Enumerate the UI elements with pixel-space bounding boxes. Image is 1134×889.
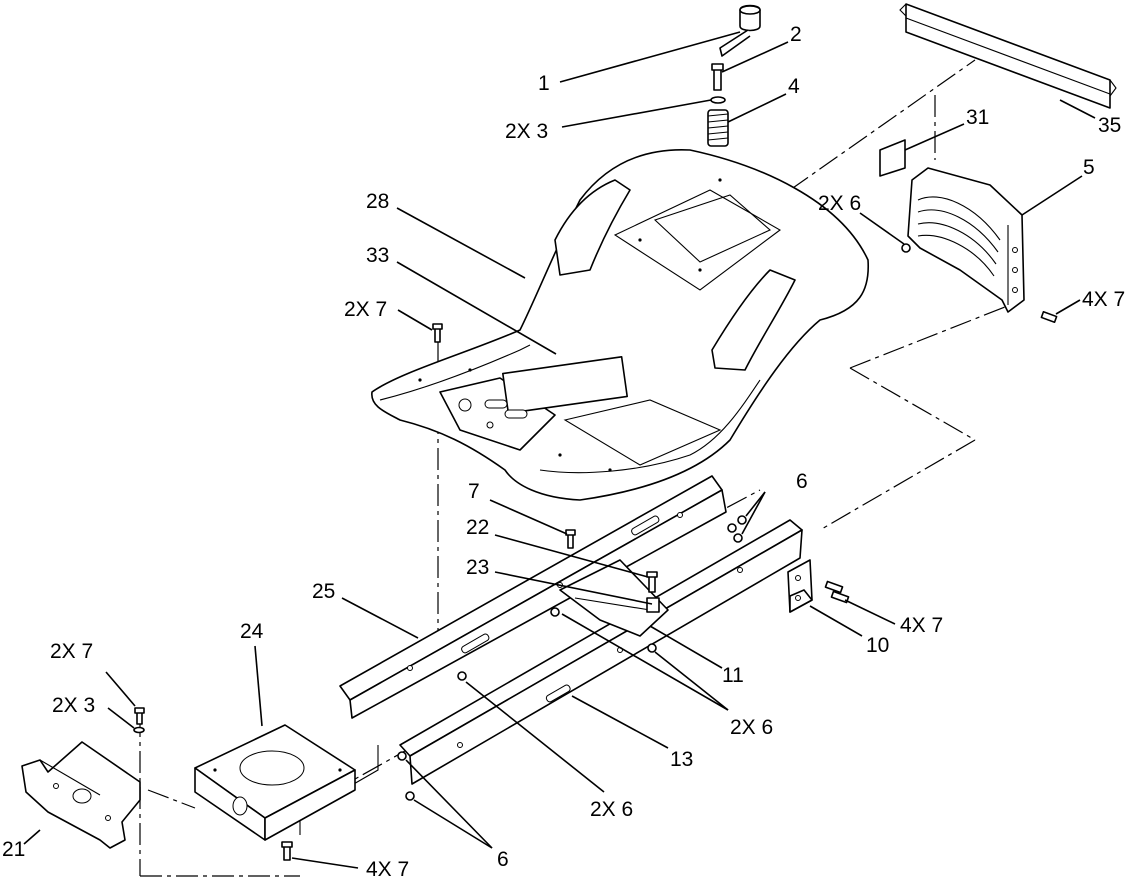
part-21-support [21, 741, 141, 849]
callout-5: 5 [1083, 156, 1095, 179]
callout-2x7-seat: 2X 7 [344, 298, 387, 321]
callout-10: 10 [866, 634, 889, 657]
callout-13: 13 [670, 748, 693, 771]
part-5-rear-shroud [907, 167, 1025, 313]
callout-4: 4 [788, 75, 800, 98]
callout-2x6-rail: 2X 6 [730, 716, 773, 739]
part-7-bolts-bracket [824, 580, 850, 604]
callout-21: 21 [2, 838, 25, 861]
part-22-bolt [646, 571, 658, 593]
part-10-bracket [787, 559, 813, 613]
callout-2x3-support: 2X 3 [52, 694, 95, 717]
callout-7-rail: 7 [468, 480, 480, 503]
callout-4x7-shroud: 4X 7 [1082, 288, 1125, 311]
callout-2x6-shroud: 2X 6 [818, 192, 861, 215]
part-35-rear-panel [899, 3, 1117, 109]
part-1-knob [719, 4, 761, 57]
part-31-decal [879, 139, 906, 177]
callout-23: 23 [466, 556, 489, 579]
part-28-seat-pan [371, 148, 870, 501]
part-11-bracket [559, 559, 669, 637]
callout-4x7-bottom: 4X 7 [366, 858, 409, 881]
callout-2x3: 2X 3 [505, 120, 548, 143]
callout-1: 1 [538, 72, 550, 95]
fasteners [133, 243, 1058, 861]
callout-35: 35 [1098, 114, 1121, 137]
callout-6-bottom: 6 [497, 848, 509, 871]
callout-4x7-bracket: 4X 7 [900, 614, 943, 637]
part-3-washer [710, 96, 726, 104]
part-25-frame-rail [339, 475, 727, 719]
callout-24: 24 [240, 620, 264, 643]
callout-22: 22 [466, 516, 489, 539]
part-2-bolt [711, 63, 724, 91]
callout-2: 2 [790, 23, 802, 46]
callout-labels: 1 2 2X 3 4 35 31 5 2X 6 4X 7 28 33 2X 7 … [2, 23, 1125, 881]
callout-31: 31 [966, 106, 989, 129]
callout-6-rail: 6 [796, 470, 808, 493]
callout-28: 28 [366, 190, 389, 213]
callout-2x6-bottom: 2X 6 [590, 798, 633, 821]
part-24-mount-plate [194, 724, 356, 841]
callout-25: 25 [312, 580, 335, 603]
part-4-spring [707, 109, 729, 147]
part-23-spacer [646, 597, 660, 613]
leader-lines [23, 31, 1096, 869]
callout-2x7-support: 2X 7 [50, 640, 93, 663]
callout-11: 11 [722, 664, 744, 687]
callout-33: 33 [366, 244, 389, 267]
